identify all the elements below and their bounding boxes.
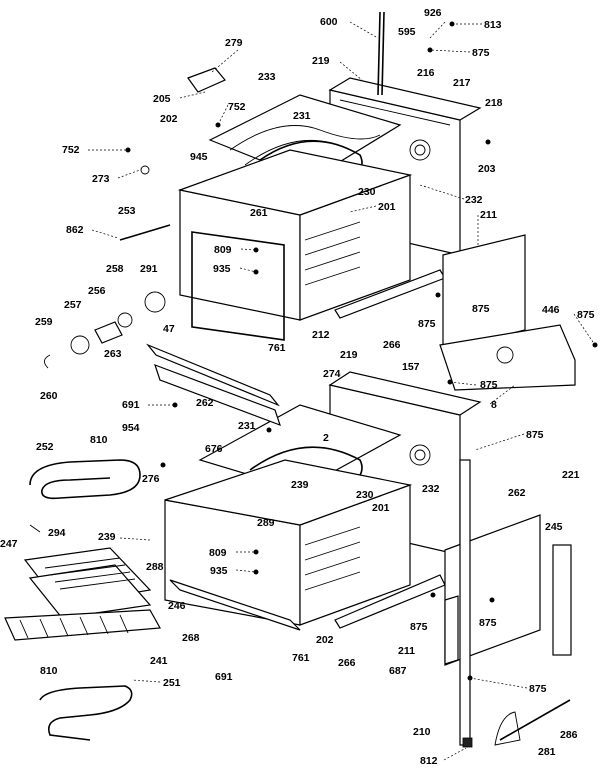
label-211-a: 211 — [480, 209, 497, 221]
accessories — [4, 459, 161, 741]
label-288: 288 — [146, 561, 164, 573]
label-691-b: 691 — [215, 671, 233, 683]
label-212: 212 — [312, 329, 330, 341]
label-926: 926 — [424, 7, 442, 19]
upper-oven-assembly — [44, 11, 576, 391]
label-279: 279 — [225, 37, 243, 49]
label-263: 263 — [104, 348, 122, 360]
label-256: 256 — [88, 285, 106, 297]
label-241: 241 — [150, 655, 168, 667]
label-201-a: 201 — [378, 201, 396, 213]
label-691-a: 691 — [122, 399, 140, 411]
label-810-a: 810 — [90, 434, 108, 446]
label-812: 812 — [420, 755, 438, 767]
label-257: 257 — [64, 299, 82, 311]
label-875-f: 875 — [526, 429, 544, 441]
label-875-i: 875 — [529, 683, 547, 695]
label-211-b: 211 — [398, 645, 415, 657]
label-157: 157 — [402, 361, 420, 373]
label-230-b: 230 — [356, 489, 374, 501]
fastener-dots — [125, 21, 598, 681]
label-253: 253 — [118, 205, 136, 217]
label-687: 687 — [389, 665, 407, 677]
label-809-b: 809 — [209, 547, 227, 559]
label-761-b: 761 — [292, 652, 310, 664]
label-810-b: 810 — [40, 665, 58, 677]
label-8: 8 — [491, 399, 497, 411]
label-210: 210 — [413, 726, 431, 738]
label-202-a: 202 — [160, 113, 178, 125]
label-595: 595 — [398, 26, 416, 38]
label-752-b: 752 — [62, 144, 80, 156]
label-221: 221 — [562, 469, 580, 481]
label-294: 294 — [48, 527, 66, 539]
label-875-d: 875 — [418, 318, 436, 330]
label-262-b: 262 — [508, 487, 526, 499]
label-260: 260 — [40, 390, 58, 402]
label-203: 203 — [478, 163, 496, 175]
label-945: 945 — [190, 151, 208, 163]
label-258: 258 — [106, 263, 124, 275]
label-202-b: 202 — [316, 634, 334, 646]
label-875-g: 875 — [410, 621, 428, 633]
label-201-b: 201 — [372, 502, 390, 514]
label-247: 247 — [0, 538, 18, 550]
label-245: 245 — [545, 521, 563, 533]
label-232-b: 232 — [422, 483, 440, 495]
label-446: 446 — [542, 304, 560, 316]
label-47: 47 — [163, 323, 175, 335]
label-289: 289 — [257, 517, 275, 529]
label-291: 291 — [140, 263, 158, 275]
label-233: 233 — [258, 71, 276, 83]
label-862: 862 — [66, 224, 84, 236]
label-281: 281 — [538, 746, 556, 758]
label-266-b: 266 — [338, 657, 356, 669]
label-218: 218 — [485, 97, 503, 109]
label-600: 600 — [320, 16, 338, 28]
label-875-c: 875 — [577, 309, 595, 321]
label-262-a: 262 — [196, 397, 214, 409]
label-875-h: 875 — [479, 617, 497, 629]
label-274: 274 — [323, 368, 341, 380]
leader-lines — [88, 21, 596, 761]
callout-labels: 600 926 813 595 875 219 279 233 216 217 … — [0, 7, 595, 767]
label-935-b: 935 — [210, 565, 228, 577]
label-276: 276 — [142, 473, 160, 485]
label-261: 261 — [250, 207, 268, 219]
label-259: 259 — [35, 316, 53, 328]
label-246: 246 — [168, 600, 186, 612]
label-239-a: 239 — [291, 479, 309, 491]
label-286: 286 — [560, 729, 578, 741]
label-935-a: 935 — [213, 263, 231, 275]
label-266-a: 266 — [383, 339, 401, 351]
label-273: 273 — [92, 173, 110, 185]
label-231-b: 231 — [238, 420, 256, 432]
lower-oven-assembly — [146, 343, 572, 748]
label-231-a: 231 — [293, 110, 311, 122]
label-216: 216 — [417, 67, 435, 79]
label-219-b: 219 — [340, 349, 358, 361]
label-2: 2 — [323, 432, 329, 444]
label-268: 268 — [182, 632, 200, 644]
label-230-a: 230 — [358, 186, 376, 198]
label-205: 205 — [153, 93, 171, 105]
label-219-a: 219 — [312, 55, 330, 67]
label-813: 813 — [484, 19, 502, 31]
label-875-e: 875 — [480, 379, 498, 391]
label-251: 251 — [163, 677, 181, 689]
label-875-b: 875 — [472, 303, 490, 315]
label-217: 217 — [453, 77, 471, 89]
label-676: 676 — [205, 443, 223, 455]
label-954: 954 — [122, 422, 140, 434]
label-232-a: 232 — [465, 194, 483, 206]
label-875-a: 875 — [472, 47, 490, 59]
label-761-a: 761 — [268, 342, 286, 354]
label-809-a: 809 — [214, 244, 232, 256]
label-239-b: 239 — [98, 531, 116, 543]
label-252: 252 — [36, 441, 54, 453]
label-752-a: 752 — [228, 101, 246, 113]
